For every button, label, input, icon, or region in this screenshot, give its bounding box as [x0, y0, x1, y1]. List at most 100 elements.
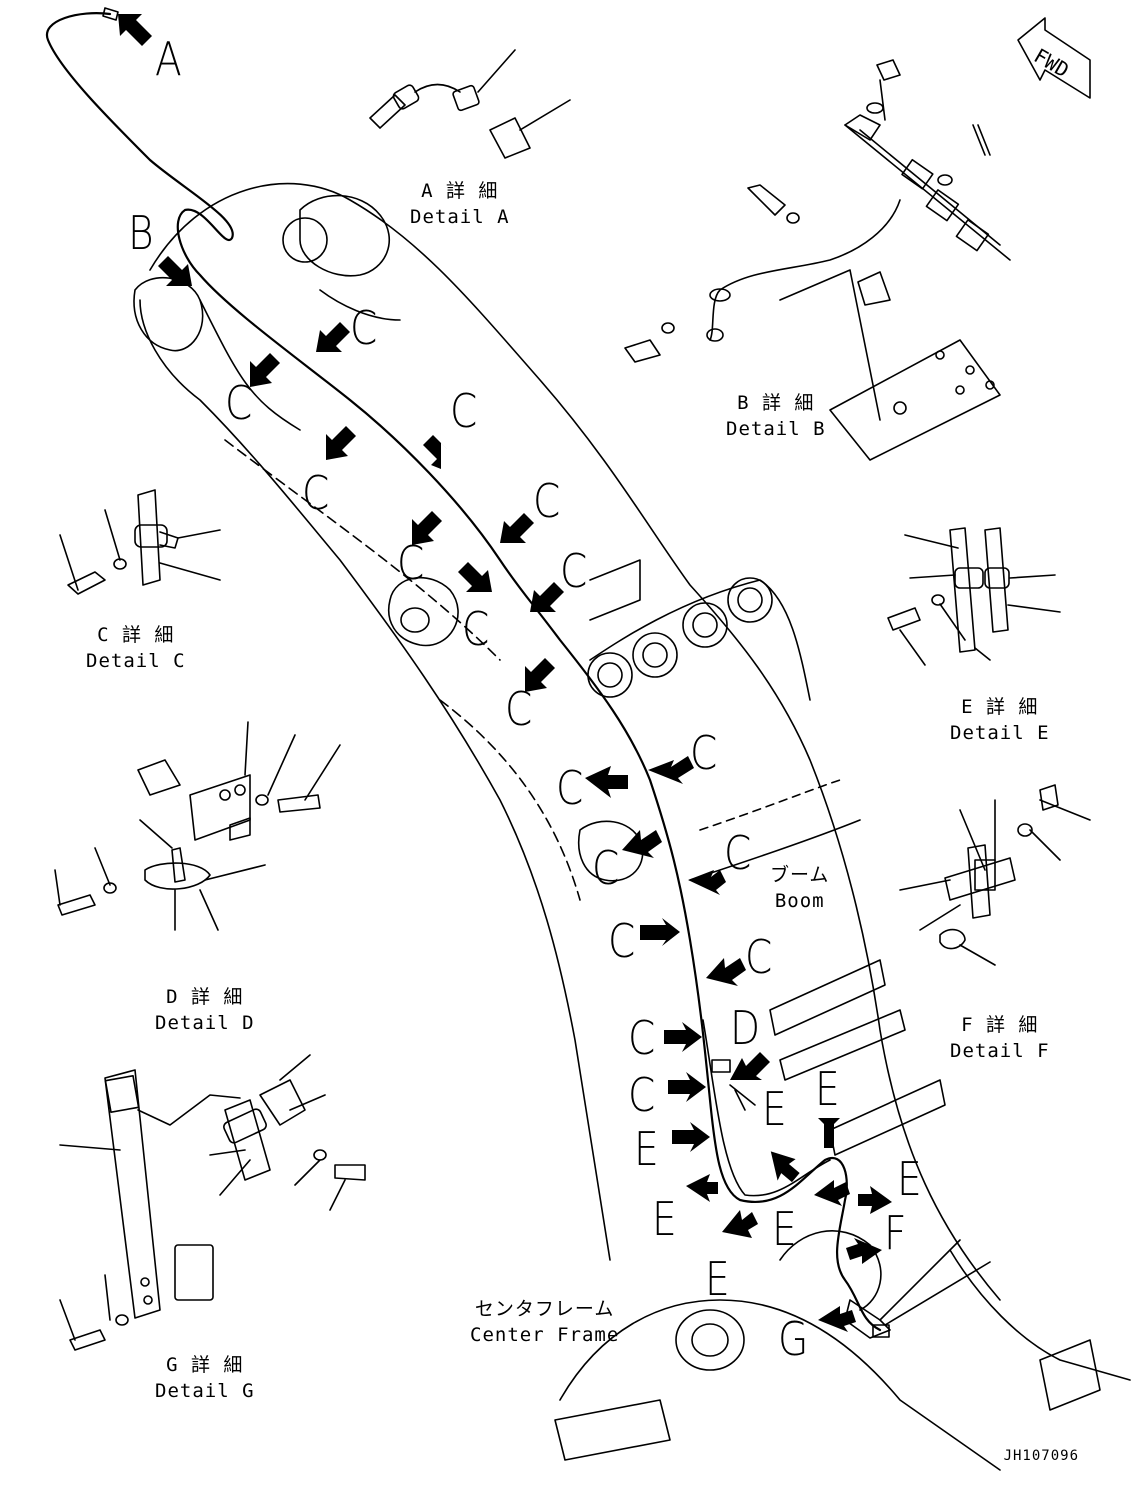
arrow-e5 [814, 1180, 850, 1206]
detail-f-clamp [899, 784, 1091, 966]
detail-b-assembly [624, 59, 1011, 461]
arrow-c8 [530, 582, 564, 612]
boom-outline [133, 182, 1131, 1471]
callout-b: B [128, 206, 154, 260]
detail-f-en: Detail F [950, 1040, 1050, 1062]
detail-g-en: Detail G [155, 1380, 255, 1402]
arrow-c5 [412, 511, 442, 545]
callout-arrows [118, 14, 892, 1332]
arrow-c17 [668, 1072, 706, 1102]
arrow-c13 [688, 870, 726, 895]
detail-d-label: D 詳 細 Detail D [155, 984, 255, 1036]
arrow-e2 [770, 1151, 800, 1183]
callout-c: C [533, 474, 561, 528]
arrow-c10 [585, 766, 628, 798]
callout-e: E [897, 1152, 922, 1206]
detail-d-jp: D 詳 細 [166, 986, 244, 1008]
callout-c: C [302, 466, 330, 520]
callout-e: E [815, 1062, 840, 1116]
arrow-d [730, 1052, 770, 1080]
detail-b-label: B 詳 細 Detail B [726, 390, 826, 442]
callout-c: C [608, 914, 636, 968]
arrow-e1 [672, 1122, 710, 1152]
callout-e: E [772, 1202, 797, 1256]
arrow-c4 [423, 435, 447, 469]
center-frame-label: センタフレーム Center Frame [470, 1296, 619, 1348]
callout-c: C [350, 301, 378, 355]
arrow-c2 [316, 322, 350, 352]
callout-c: C [505, 682, 533, 736]
callout-c: C [556, 761, 584, 815]
callout-a: A [155, 32, 182, 86]
detail-f-jp: F 詳 細 [961, 1014, 1039, 1036]
center-frame-en: Center Frame [470, 1324, 620, 1346]
detail-a-sensor [369, 49, 571, 159]
callout-c: C [462, 602, 490, 656]
arrow-c9 [525, 658, 555, 692]
document-number: JH107096 [1003, 1448, 1079, 1464]
detail-a-label: A 詳 細 Detail A [410, 178, 510, 230]
arrow-c3 [326, 426, 356, 460]
callout-e: E [762, 1082, 787, 1136]
arrow-c11 [648, 756, 694, 784]
detail-e-jp: E 詳 細 [961, 696, 1039, 718]
detail-d-en: Detail D [155, 1012, 255, 1034]
callout-c: C [397, 536, 425, 590]
callout-c: C [724, 826, 752, 880]
arrow-e7 [722, 1210, 758, 1238]
arrow-c15 [706, 958, 746, 986]
detail-d-bracket [54, 721, 341, 931]
callout-c: C [628, 1011, 656, 1065]
callout-e: E [634, 1122, 659, 1176]
callout-c: C [745, 930, 773, 984]
arrow-c1 [250, 353, 280, 387]
callout-c: C [225, 376, 253, 430]
harness-fittings [711, 1059, 991, 1339]
detail-a-en: Detail A [410, 206, 510, 228]
detail-g-bracket [59, 1054, 366, 1351]
boom-label: ブーム Boom [770, 862, 829, 914]
callout-c: C [690, 726, 718, 780]
callout-c: C [450, 384, 478, 438]
arrow-c16 [664, 1022, 702, 1052]
arrow-g [818, 1306, 856, 1332]
detail-g-label: G 詳 細 Detail G [155, 1352, 255, 1404]
fwd-arrow [1017, 17, 1091, 99]
detail-b-en: Detail B [726, 418, 826, 440]
arrow-c12 [622, 830, 662, 858]
detail-c-clamp [59, 489, 221, 595]
detail-c-label: C 詳 細 Detail C [86, 622, 186, 674]
detail-g-jp: G 詳 細 [166, 1354, 244, 1376]
callout-c: C [628, 1068, 656, 1122]
detail-e-en: Detail E [950, 722, 1050, 744]
callout-c: C [592, 841, 620, 895]
arrow-b [158, 256, 192, 286]
arrow-c7 [458, 562, 492, 592]
callout-g: G [778, 1312, 809, 1366]
detail-f-label: F 詳 細 Detail F [950, 1012, 1050, 1064]
arrow-c6 [500, 513, 534, 543]
callout-d: D [730, 1001, 761, 1055]
arrow-e4 [686, 1174, 718, 1202]
arrow-c14 [640, 918, 680, 946]
callout-e: E [652, 1192, 677, 1246]
detail-a-jp: A 詳 細 [421, 180, 499, 202]
arrow-f [846, 1238, 882, 1264]
callout-f: F [884, 1206, 907, 1260]
center-frame-jp: センタフレーム [474, 1298, 615, 1320]
detail-e-label: E 詳 細 Detail E [950, 694, 1050, 746]
detail-e-clamp [887, 527, 1061, 666]
arrow-e3 [818, 1118, 840, 1148]
callout-c: C [560, 544, 588, 598]
arrow-a [118, 14, 152, 46]
detail-c-jp: C 詳 細 [97, 624, 175, 646]
callout-e: E [705, 1252, 730, 1306]
arrow-e6 [858, 1186, 892, 1214]
fwd-label: FWD [1030, 43, 1073, 82]
boom-en: Boom [774, 890, 825, 912]
wiring-harness [45, 12, 882, 1332]
boom-jp: ブーム [770, 864, 830, 886]
connector-a [102, 7, 119, 21]
detail-c-en: Detail C [86, 650, 186, 672]
